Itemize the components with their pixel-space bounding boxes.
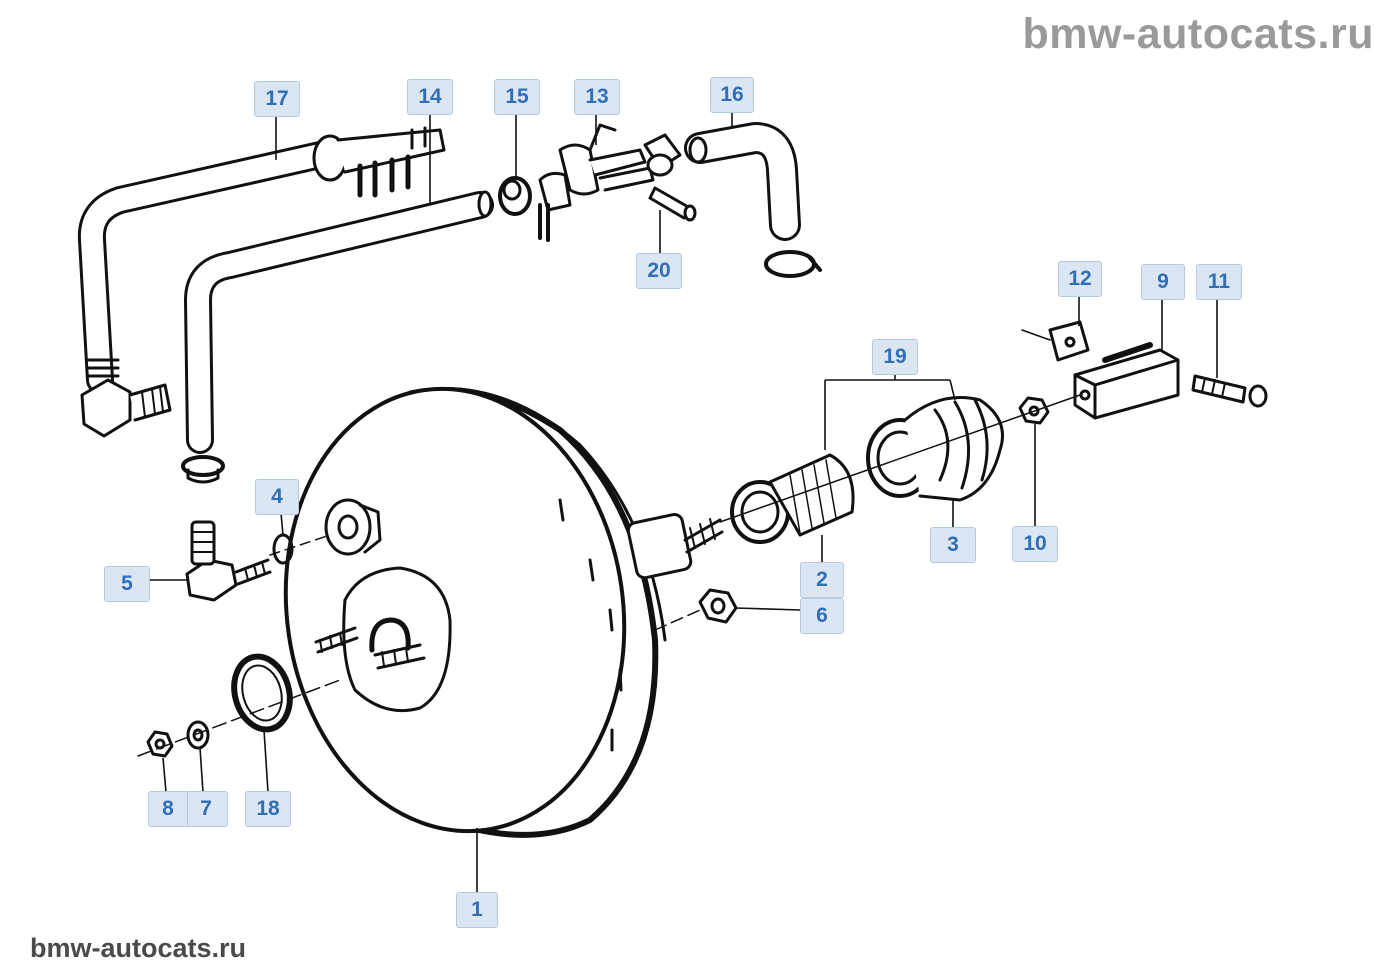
part-9-block	[1073, 342, 1180, 420]
hose-clamp-lower	[181, 455, 225, 484]
callout-1[interactable]: 1	[456, 892, 498, 928]
part-16-elbow-hose	[684, 122, 822, 278]
part-12-plate	[1021, 320, 1090, 362]
watermark-top: bmw-autocats.ru	[1022, 10, 1374, 58]
callout-17[interactable]: 17	[254, 81, 300, 117]
part-15-clamp	[498, 176, 532, 216]
callout-20[interactable]: 20	[636, 253, 682, 289]
part-2-filter	[730, 453, 855, 544]
watermark-bottom: bmw-autocats.ru	[30, 933, 247, 963]
callout-5[interactable]: 5	[104, 566, 150, 602]
callout-8[interactable]: 8	[148, 791, 188, 827]
part-17-hose	[77, 126, 446, 438]
callout-18[interactable]: 18	[245, 791, 291, 827]
part-11-bolt	[1191, 374, 1268, 408]
callout-19[interactable]: 19	[872, 339, 918, 375]
part-13-connector	[538, 123, 682, 242]
callout-11[interactable]: 11	[1196, 264, 1242, 300]
callout-7[interactable]: 7	[184, 791, 228, 827]
part-18-gasket-ring	[231, 653, 293, 733]
callout-15[interactable]: 15	[494, 79, 540, 115]
part-20-pin	[648, 186, 697, 222]
callout-3[interactable]: 3	[930, 527, 976, 563]
callout-14[interactable]: 14	[407, 79, 453, 115]
part-14-hose	[184, 190, 494, 454]
callout-9[interactable]: 9	[1141, 264, 1185, 300]
part-1-brake-booster	[283, 386, 724, 838]
part-5-elbow-fitting	[185, 520, 272, 602]
part-3-boot	[866, 396, 1004, 502]
part-7-washer	[186, 720, 210, 750]
callout-10[interactable]: 10	[1012, 526, 1058, 562]
callout-13[interactable]: 13	[574, 79, 620, 115]
callout-4[interactable]: 4	[255, 479, 299, 515]
callout-6[interactable]: 6	[800, 598, 844, 634]
callout-12[interactable]: 12	[1058, 261, 1102, 297]
callout-2[interactable]: 2	[800, 562, 844, 598]
callout-16[interactable]: 16	[710, 77, 754, 113]
part-6-nut	[698, 588, 738, 624]
